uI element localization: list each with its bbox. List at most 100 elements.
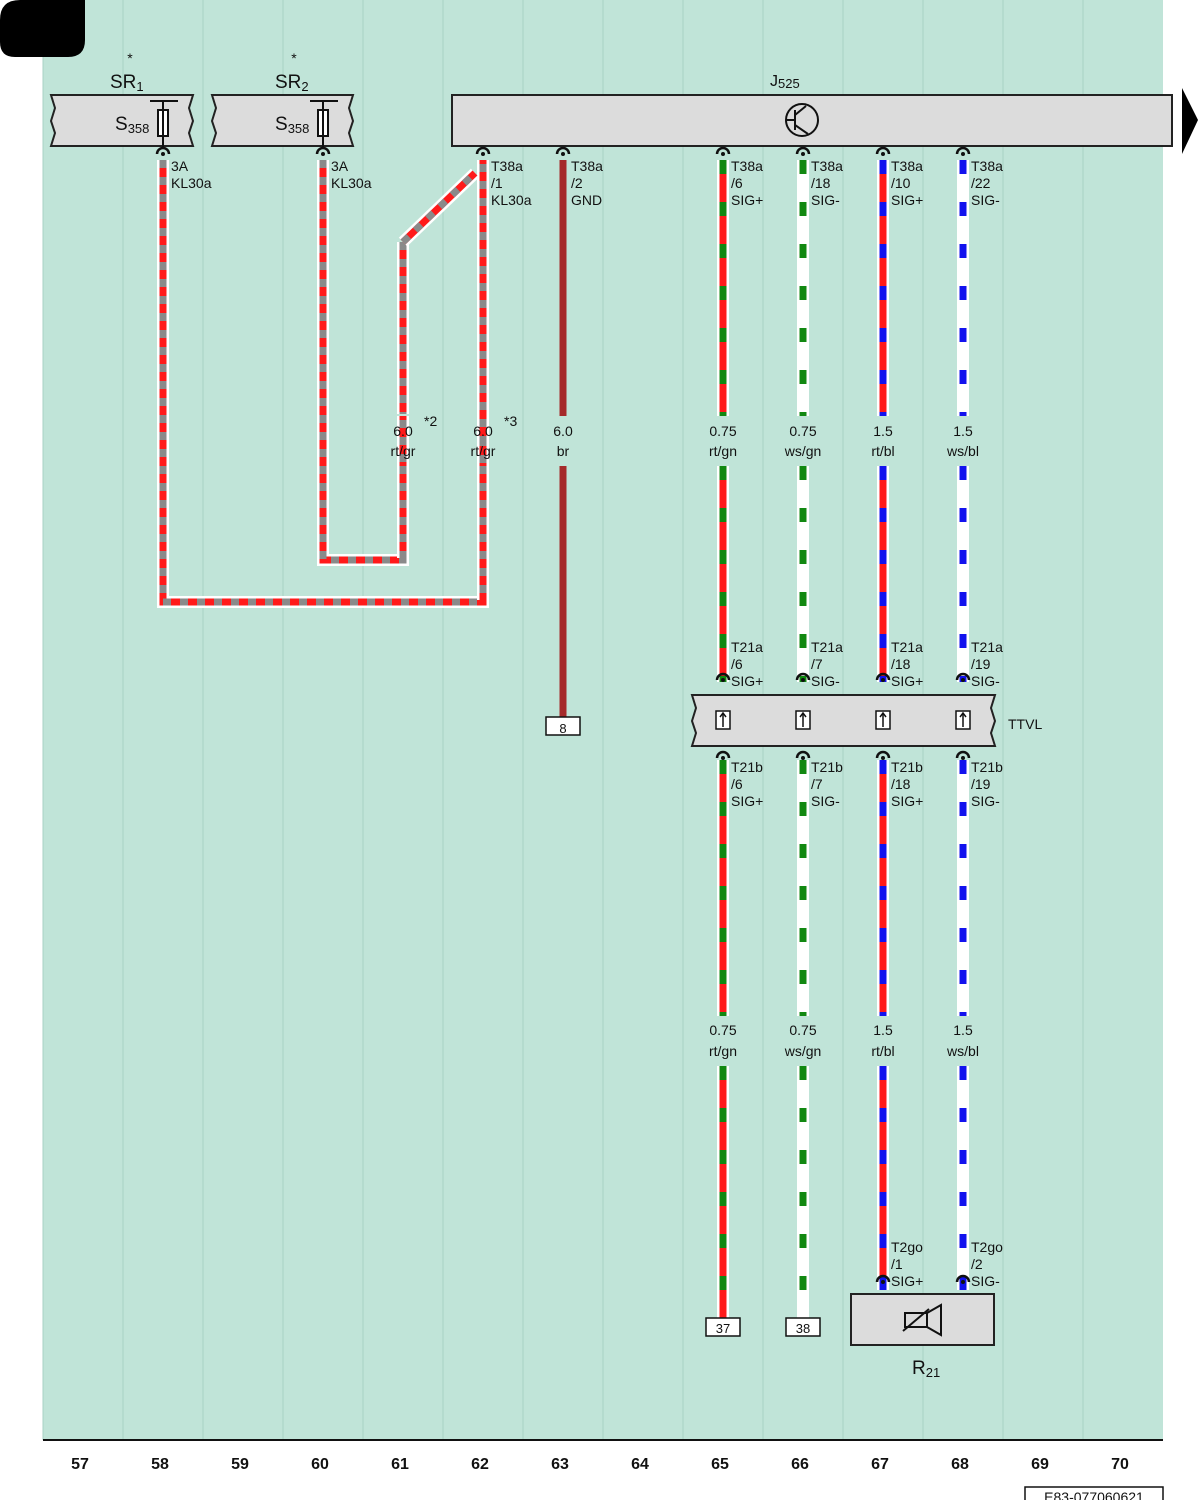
t2go-pin-signal: SIG+	[891, 1273, 923, 1289]
connector-cap-icon	[795, 672, 811, 682]
j525-box	[451, 94, 1173, 147]
fuse-icon	[150, 100, 178, 148]
j525-pin-number: /18	[811, 175, 831, 191]
j525-pin-signal: SIG+	[731, 192, 763, 208]
connector-cap-icon	[955, 146, 971, 156]
j525-pin-number: /10	[891, 175, 911, 191]
t21a-pin-signal: SIG+	[731, 673, 763, 689]
ground-ref-number: 8	[559, 721, 566, 736]
t21b-pin-connector: T21b	[971, 759, 1003, 775]
fuse-s358-1-label: S358	[115, 114, 149, 136]
j525-pin-connector: T38a	[971, 158, 1003, 174]
t21b-pin-signal: SIG-	[971, 793, 1000, 809]
wire-size-label: 1.5	[873, 423, 893, 439]
doc-code: E83-077060621	[1024, 1486, 1164, 1500]
wire-size-label: 6.0	[393, 423, 413, 439]
connector-cap-icon	[875, 672, 891, 682]
t21a-pin-number: /7	[811, 656, 823, 672]
t21b-pin-connector: T21b	[731, 759, 763, 775]
wire-size-label: 1.5	[953, 1022, 973, 1038]
j525-pin-number: /6	[731, 175, 743, 191]
relay-sr2-star: *	[291, 50, 297, 66]
axis-number: 63	[551, 1456, 569, 1473]
speaker-icon	[902, 1303, 942, 1337]
wire-color-label: rt/gr	[471, 443, 496, 459]
ref-37-number: 37	[716, 1321, 730, 1336]
wire-color-label: ws/gn	[784, 443, 822, 459]
speaker-r21: R21	[850, 1293, 995, 1380]
axis-number: 64	[631, 1456, 649, 1473]
axis-number: 62	[471, 1456, 489, 1473]
doc-code-text: E83-077060621	[1044, 1489, 1144, 1500]
wires	[157, 160, 969, 1318]
connector-cap-icon	[155, 146, 171, 156]
t21a-pin-connector: T21a	[891, 639, 923, 655]
axis-number: 59	[231, 1456, 249, 1473]
fuse-output-amp: 3A	[331, 158, 349, 174]
axis-number: 57	[71, 1456, 89, 1473]
t2go-pin-connector: T2go	[891, 1239, 923, 1255]
t21a-pin-connector: T21a	[971, 639, 1003, 655]
wire-color-label: br	[557, 443, 570, 459]
wire-color-label: rt/bl	[871, 443, 894, 459]
t21b-pin-connector: T21b	[811, 759, 843, 775]
wire-color-label: ws/bl	[946, 1043, 979, 1059]
wire-color-label: ws/gn	[784, 1043, 822, 1059]
t21b-pin-signal: SIG+	[731, 793, 763, 809]
j525-pin-signal: SIG-	[971, 192, 1000, 208]
connector-cap-icon	[715, 750, 731, 760]
ref-38: 38	[785, 1317, 821, 1337]
ttvl-box	[690, 694, 997, 747]
axis-number: 69	[1031, 1456, 1049, 1473]
continue-arrow-icon	[1182, 88, 1198, 154]
relay-sr1: * SR1 S358	[49, 50, 195, 148]
t21a-pin-number: /18	[891, 656, 911, 672]
t21a-pin-number: /19	[971, 656, 991, 672]
connector-cap-icon	[795, 146, 811, 156]
connector-cap-icon	[715, 672, 731, 682]
axis-number: 70	[1111, 1456, 1129, 1473]
j525-pin-connector: T38a	[491, 158, 523, 174]
t21a-pin-signal: SIG+	[891, 673, 923, 689]
t21b-pin-number: /19	[971, 776, 991, 792]
wire-size-label: 1.5	[873, 1022, 893, 1038]
connector-cap-icon	[315, 146, 331, 156]
axis-number: 65	[711, 1456, 729, 1473]
ttvl-connector: TTVL	[690, 694, 1042, 747]
j525-pin-connector: T38a	[811, 158, 843, 174]
j525-pin-signal: KL30a	[491, 192, 532, 208]
fuse-output-terminal: KL30a	[171, 175, 212, 191]
ttvl-pin-icon	[955, 710, 971, 730]
axis-number: 68	[951, 1456, 969, 1473]
relay-sr1-star: *	[127, 50, 133, 66]
axis-number: 66	[791, 1456, 809, 1473]
control-unit-j525: J525	[451, 73, 1173, 147]
connector-caps	[155, 146, 971, 1284]
t21a-pin-signal: SIG-	[971, 673, 1000, 689]
j525-pin-connector: T38a	[891, 158, 923, 174]
j525-pin-signal: SIG+	[891, 192, 923, 208]
wire-color-label: rt/gr	[391, 443, 416, 459]
t2go-pin-connector: T2go	[971, 1239, 1003, 1255]
t21b-pin-number: /7	[811, 776, 823, 792]
wire-size-label: 0.75	[709, 1022, 736, 1038]
wire-note-label: *3	[504, 413, 517, 429]
ttvl-pin-icon	[795, 710, 811, 730]
speaker-label: R21	[912, 1358, 940, 1380]
wire-size-label: 0.75	[789, 1022, 816, 1038]
t21b-pin-connector: T21b	[891, 759, 923, 775]
axis-number: 67	[871, 1456, 889, 1473]
t21b-pin-number: /6	[731, 776, 743, 792]
j525-pin-signal: SIG-	[811, 192, 840, 208]
ground-ref: 8	[545, 716, 581, 736]
connector-cap-icon	[955, 672, 971, 682]
relay-sr1-label: SR1	[110, 72, 144, 94]
j525-pin-number: /1	[491, 175, 503, 191]
connector-cap-icon	[715, 146, 731, 156]
ref-38-number: 38	[796, 1321, 810, 1336]
wire-note-label: *2	[424, 413, 437, 429]
axis-number: 60	[311, 1456, 329, 1473]
wire-size-label: 6.0	[473, 423, 493, 439]
fuse-icon	[310, 100, 338, 148]
